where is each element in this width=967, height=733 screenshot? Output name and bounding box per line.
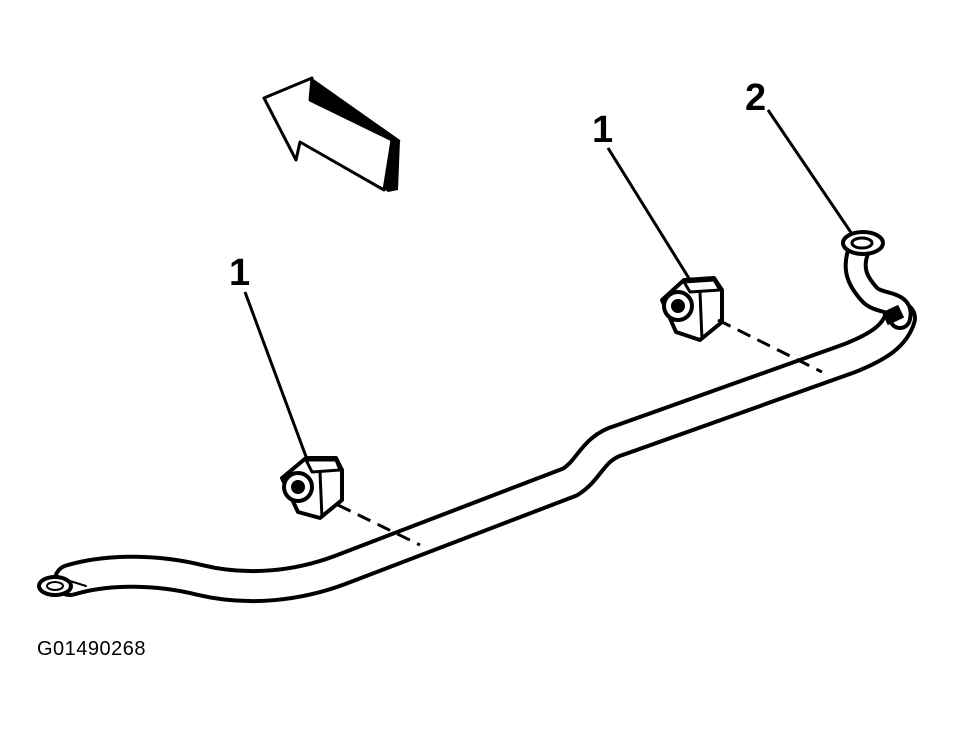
callout-link: 2 — [745, 77, 767, 119]
callout-bushing-left: 1 — [229, 252, 251, 294]
leader-lines — [243, 109, 854, 463]
stabilizer-bar — [37, 240, 917, 604]
stabilizer-link — [841, 230, 905, 326]
alignment-dashes — [337, 318, 823, 547]
bushing-right — [660, 276, 724, 342]
callout-bushing-right: 1 — [592, 109, 614, 151]
front-direction-arrow-icon — [262, 76, 401, 192]
figure-id: G01490268 — [37, 638, 147, 660]
bushing-left — [280, 456, 344, 520]
